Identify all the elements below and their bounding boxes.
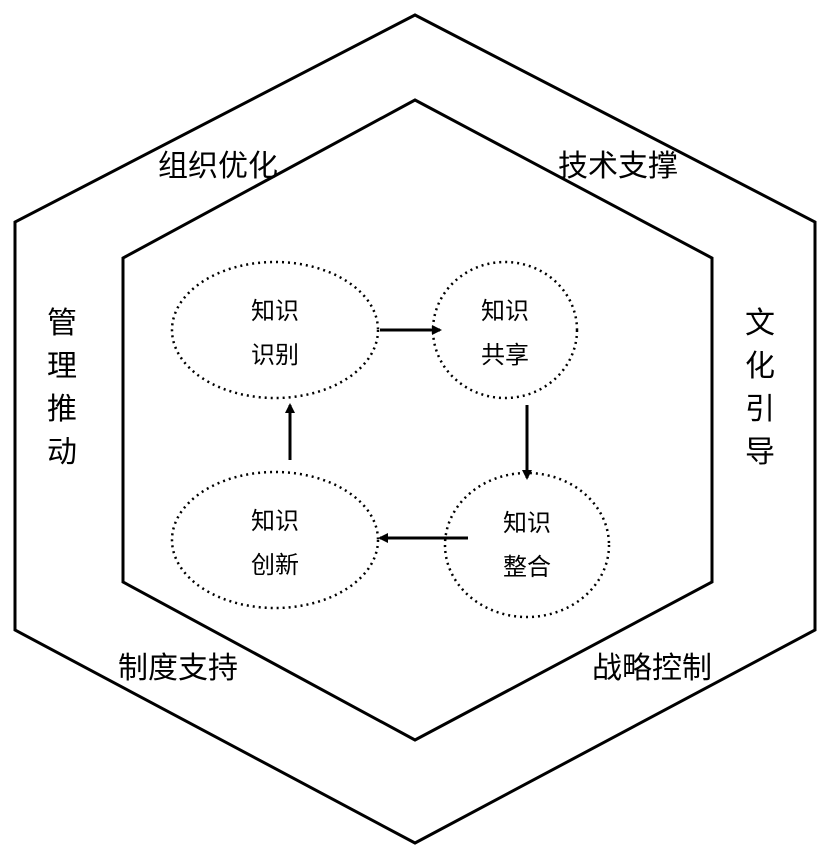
node-knowledge-sharing: 知识 共享 xyxy=(481,289,529,377)
node-knowledge-identification: 知识 识别 xyxy=(251,289,299,377)
label-management-drive: 管理推动 xyxy=(47,306,77,470)
outer-hexagon xyxy=(13,13,817,845)
node-ellipse-share xyxy=(431,260,579,400)
node-knowledge-innovation: 知识 创新 xyxy=(251,499,299,587)
node-knowledge-integration: 知识 整合 xyxy=(503,501,551,589)
node-line2: 共享 xyxy=(481,341,529,369)
node-ellipse-integrate xyxy=(443,471,611,619)
inner-hexagon xyxy=(121,98,714,742)
label-organization-optimization: 组织优化 xyxy=(158,149,278,184)
node-line1: 知识 xyxy=(251,297,299,325)
label-strategic-control: 战略控制 xyxy=(592,651,712,686)
node-line2: 整合 xyxy=(503,553,551,581)
node-line2: 创新 xyxy=(251,551,299,579)
node-line2: 识别 xyxy=(251,341,299,369)
node-line1: 知识 xyxy=(251,507,299,535)
label-institutional-support: 制度支持 xyxy=(118,651,238,686)
label-technical-support: 技术支撑 xyxy=(558,149,678,184)
node-line1: 知识 xyxy=(481,297,529,325)
node-line1: 知识 xyxy=(503,509,551,537)
node-ellipse-identify xyxy=(170,260,380,400)
label-culture-guidance: 文化引导 xyxy=(745,306,775,470)
